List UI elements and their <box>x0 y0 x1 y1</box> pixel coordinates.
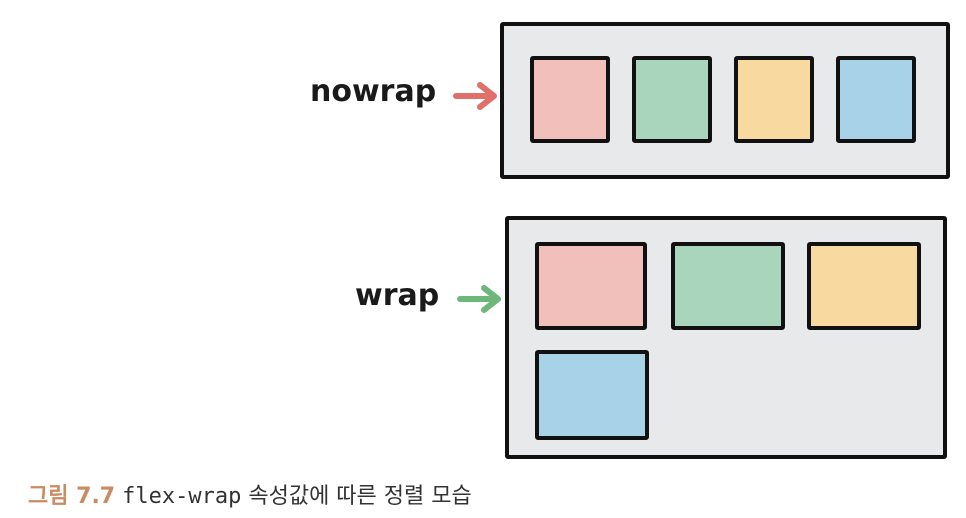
wrap-label: wrap <box>355 278 440 313</box>
caption-text: 속성값에 따른 정렬 모습 <box>248 484 472 509</box>
wrap-item-1 <box>535 242 647 330</box>
figure-caption: 그림 7.7 flex-wrap 속성값에 따른 정렬 모습 <box>28 478 472 510</box>
nowrap-label: nowrap <box>310 74 437 109</box>
nowrap-item-4 <box>836 56 916 143</box>
wrap-item-2 <box>671 242 785 330</box>
red-arrow-icon <box>453 82 497 110</box>
caption-code: flex-wrap <box>122 484 242 509</box>
nowrap-item-1 <box>530 56 610 143</box>
wrap-container <box>505 216 947 459</box>
nowrap-item-3 <box>734 56 814 143</box>
wrap-item-3 <box>807 242 921 330</box>
nowrap-item-2 <box>632 56 712 143</box>
nowrap-container <box>500 22 950 179</box>
green-arrow-icon <box>457 285 501 313</box>
figure-number: 그림 7.7 <box>28 484 116 509</box>
wrap-item-4 <box>535 350 649 440</box>
